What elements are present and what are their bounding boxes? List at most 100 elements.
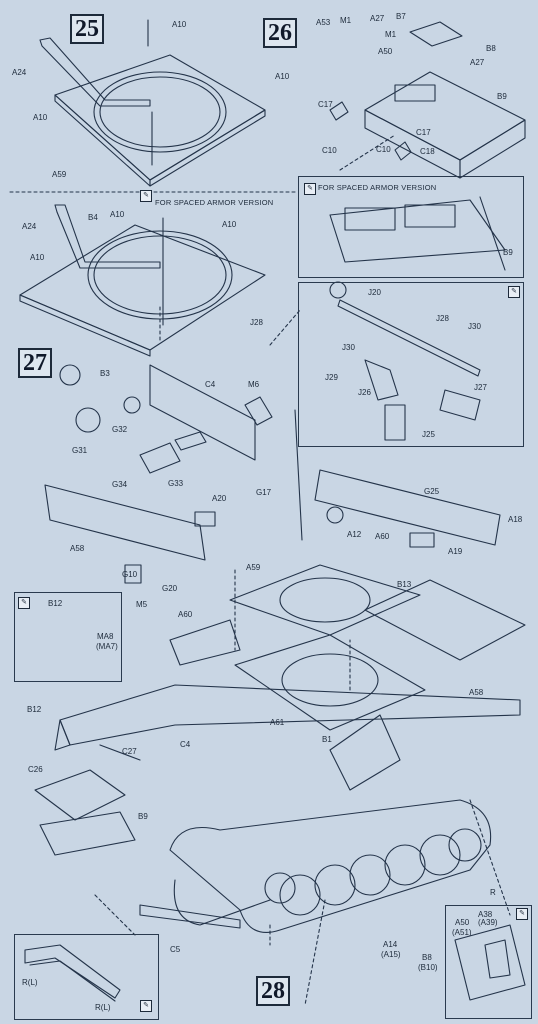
track-link-inset-box [14, 934, 159, 1020]
part-label: A53 [316, 18, 331, 27]
part-label: G32 [112, 425, 128, 434]
part-label: J26 [358, 388, 371, 397]
detail-icon: ✎ [516, 908, 528, 920]
part-label: C10 [322, 146, 337, 155]
part-label: C26 [28, 765, 43, 774]
part-label: M5 [136, 600, 148, 609]
part-label: C27 [122, 747, 137, 756]
step27-gun-detail [329, 281, 481, 441]
part-label: A61 [270, 718, 285, 727]
part-label: A59 [246, 563, 261, 572]
step28-hull-assembly [34, 564, 526, 934]
step-number: 25 [70, 14, 104, 44]
part-label: B8 [422, 953, 432, 962]
gun-detail-inset-box [298, 282, 524, 447]
part-label: B13 [397, 580, 412, 589]
part-label: B7 [396, 12, 406, 21]
part-label: R(L) [22, 978, 38, 987]
part-label: J29 [325, 373, 338, 382]
part-label: J20 [368, 288, 381, 297]
part-label: A10 [275, 72, 290, 81]
part-label: C4 [180, 740, 191, 749]
part-label: A18 [508, 515, 523, 524]
wheel-detail-inset-drawing [454, 924, 526, 1001]
part-label: B1 [322, 735, 332, 744]
part-label: A60 [178, 610, 193, 619]
part-label: A38 [478, 910, 493, 919]
part-label: (B10) [418, 963, 438, 972]
part-label: A24 [22, 222, 37, 231]
part-label: (MA7) [96, 642, 118, 651]
part-label: G10 [122, 570, 138, 579]
part-label: B9 [503, 248, 513, 257]
part-label: M6 [248, 380, 260, 389]
step27-side-plates [44, 409, 501, 584]
part-label: A20 [212, 494, 227, 503]
part-label: A10 [110, 210, 125, 219]
part-label: A12 [347, 530, 362, 539]
part-label: A10 [222, 220, 237, 229]
step-number: 28 [256, 976, 290, 1006]
part-label: B8 [486, 44, 496, 53]
part-label: B12 [27, 705, 42, 714]
part-label: C17 [318, 100, 333, 109]
part-label: A10 [30, 253, 45, 262]
suspension-inset-box [14, 592, 122, 682]
part-label: A60 [375, 532, 390, 541]
part-label: G31 [72, 446, 88, 455]
part-label: A59 [52, 170, 67, 179]
part-label: A14 [383, 940, 398, 949]
part-label: J30 [468, 322, 481, 331]
part-label: R [490, 888, 496, 897]
part-label: R(L) [95, 1003, 111, 1012]
detail-icon: ✎ [18, 597, 30, 609]
part-label: A58 [70, 544, 85, 553]
part-label: MA8 [97, 632, 114, 641]
part-label: A58 [469, 688, 484, 697]
part-label: B3 [100, 369, 110, 378]
step-number: 26 [263, 18, 297, 48]
part-label: J28 [436, 314, 449, 323]
part-label: C4 [205, 380, 216, 389]
part-label: B9 [497, 92, 507, 101]
part-label: M1 [340, 16, 352, 25]
spaced-armor-icon: ✎ [304, 183, 316, 195]
detail-icon: ✎ [508, 286, 520, 298]
part-label: J30 [342, 343, 355, 352]
part-label: J27 [474, 383, 487, 392]
part-label: C10 [376, 145, 391, 154]
spaced-armor-inset-drawing [329, 196, 506, 271]
detail-icon: ✎ [140, 1000, 152, 1012]
part-label: M1 [385, 30, 397, 39]
wheel-detail-inset-box [445, 905, 532, 1019]
part-label: A10 [33, 113, 48, 122]
part-label: B12 [48, 599, 63, 608]
part-label: C17 [416, 128, 431, 137]
part-label: (A51) [452, 928, 472, 937]
part-label: G33 [168, 479, 184, 488]
track-link-detail [24, 944, 121, 1002]
part-label: A50 [378, 47, 393, 56]
spaced-armor-inset-box [298, 176, 524, 278]
part-label: A24 [12, 68, 27, 77]
part-label: J28 [250, 318, 263, 327]
step26-rear-hull [329, 21, 526, 179]
step25-hull-plate [39, 19, 266, 187]
part-label: A19 [448, 547, 463, 556]
part-label: A27 [370, 14, 385, 23]
part-label: C5 [170, 945, 181, 954]
part-label: B9 [138, 812, 148, 821]
part-label: (A15) [381, 950, 401, 959]
step-number: 27 [18, 348, 52, 378]
part-label: A50 [455, 918, 470, 927]
assembly-guide-lines [94, 304, 511, 1006]
part-label: (A39) [478, 918, 498, 927]
part-label: G20 [162, 584, 178, 593]
part-label: A27 [470, 58, 485, 67]
part-label: G17 [256, 488, 272, 497]
part-label: G34 [112, 480, 128, 489]
spaced-armor-note: FOR SPACED ARMOR VERSION [318, 183, 437, 192]
part-label: A10 [172, 20, 187, 29]
